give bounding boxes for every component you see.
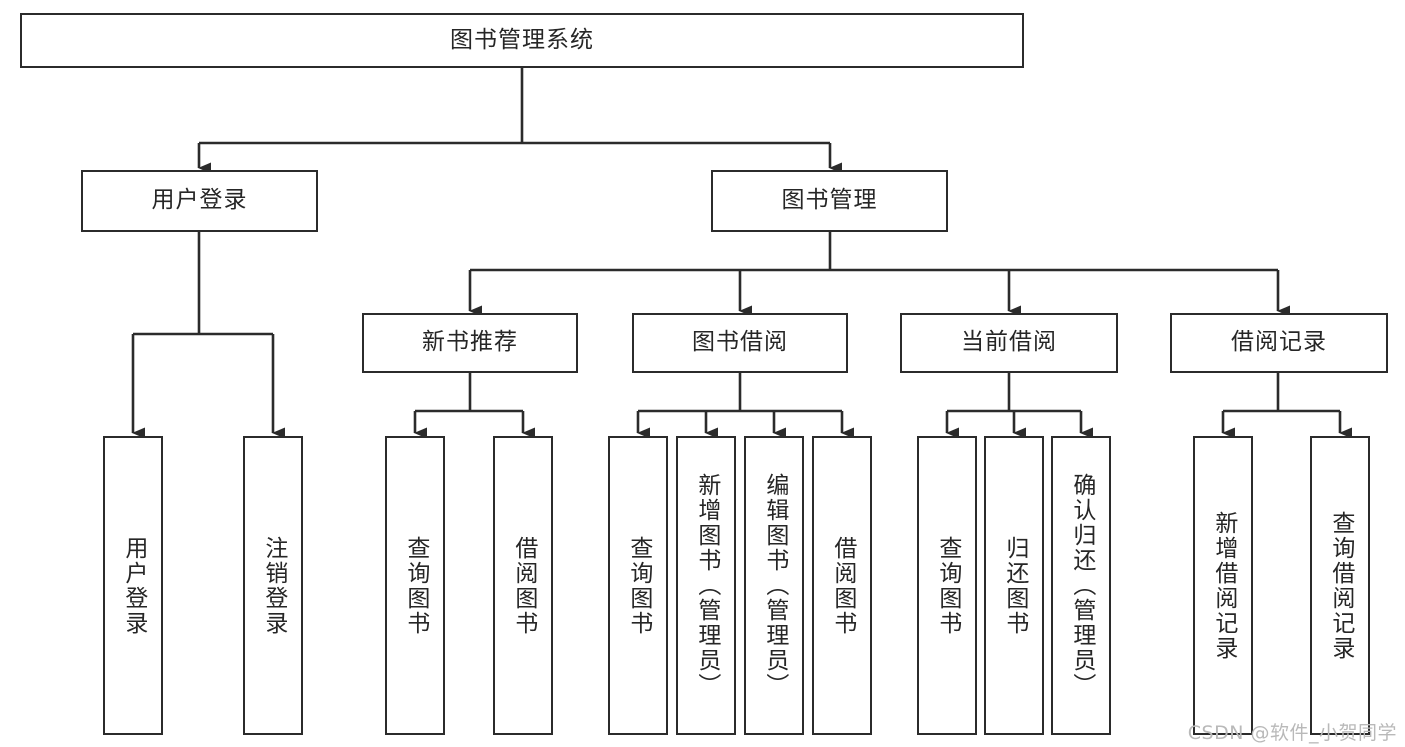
node-label: 当前借阅 [961, 329, 1057, 356]
node-label: 确认归还（管理员） [1068, 473, 1095, 698]
node-book-management[interactable]: 图书管理 [711, 170, 948, 232]
node-leaf-query-book-current[interactable]: 查询图书 [917, 436, 977, 735]
node-label: 图书管理 [781, 187, 878, 214]
node-label: 图书借阅 [692, 329, 788, 356]
node-label: 注销登录 [260, 535, 287, 636]
node-label: 借阅图书 [829, 535, 856, 636]
node-label: 借阅记录 [1231, 329, 1327, 356]
node-label: 编辑图书（管理员） [761, 473, 788, 698]
node-label: 借阅图书 [510, 535, 537, 636]
node-label: 图书管理系统 [450, 26, 594, 53]
node-leaf-return-book[interactable]: 归还图书 [984, 436, 1044, 735]
node-leaf-query-borrow-record[interactable]: 查询借阅记录 [1310, 436, 1370, 735]
node-leaf-add-borrow-record[interactable]: 新增借阅记录 [1193, 436, 1253, 735]
node-leaf-edit-book-admin[interactable]: 编辑图书（管理员） [744, 436, 804, 735]
node-leaf-borrow-book-recommend[interactable]: 借阅图书 [493, 436, 553, 735]
node-label: 查询图书 [934, 535, 961, 636]
node-leaf-query-book-recommend[interactable]: 查询图书 [385, 436, 445, 735]
node-label: 新增借阅记录 [1210, 510, 1237, 661]
node-leaf-query-book-borrow[interactable]: 查询图书 [608, 436, 668, 735]
node-label: 查询图书 [402, 535, 429, 636]
node-label: 用户登录 [120, 535, 147, 636]
node-user-login[interactable]: 用户登录 [81, 170, 318, 232]
node-label: 新书推荐 [422, 329, 518, 356]
node-label: 新增图书（管理员） [693, 473, 720, 698]
node-leaf-logout[interactable]: 注销登录 [243, 436, 303, 735]
node-leaf-confirm-return-admin[interactable]: 确认归还（管理员） [1051, 436, 1111, 735]
node-label: 查询借阅记录 [1327, 510, 1354, 661]
node-leaf-borrow-book[interactable]: 借阅图书 [812, 436, 872, 735]
node-label: 用户登录 [151, 187, 248, 214]
node-label: 查询图书 [625, 535, 652, 636]
node-book-borrow[interactable]: 图书借阅 [632, 313, 848, 373]
watermark: CSDN @软件_小贺同学 [1187, 722, 1397, 744]
node-leaf-user-login[interactable]: 用户登录 [103, 436, 163, 735]
node-current-borrow[interactable]: 当前借阅 [900, 313, 1118, 373]
node-label: 归还图书 [1001, 535, 1028, 636]
node-leaf-add-book-admin[interactable]: 新增图书（管理员） [676, 436, 736, 735]
node-new-book-recommend[interactable]: 新书推荐 [362, 313, 578, 373]
node-root-library-system[interactable]: 图书管理系统 [20, 13, 1024, 68]
node-borrow-record[interactable]: 借阅记录 [1170, 313, 1388, 373]
